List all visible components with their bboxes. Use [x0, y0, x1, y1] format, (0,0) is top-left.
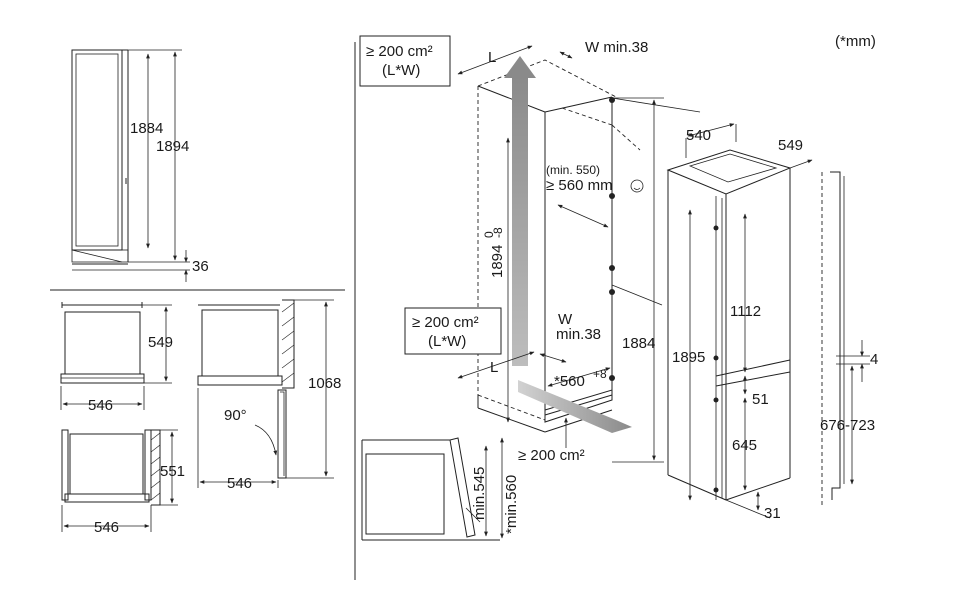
appliance-bottom-31: 31: [764, 505, 781, 522]
hinge-markers: [609, 97, 615, 381]
appliance-width-540: 540: [686, 127, 711, 144]
top-view-upper-left: 549 546: [60, 302, 173, 414]
airflow-up-arrow-head: [504, 56, 536, 78]
section-min-560: *min.560: [503, 475, 520, 534]
smiley-icon: [630, 179, 644, 193]
niche-W-top: W min.38: [585, 39, 648, 56]
niche-depth-560: ≥ 560 mm: [546, 177, 613, 194]
rail-gap-4: 4: [870, 351, 878, 368]
vent-box-top: [359, 35, 451, 87]
section-min-545: min.545: [471, 467, 488, 520]
appliance-gap-51: 51: [752, 391, 769, 408]
top-view-lower-left: 551 546: [61, 429, 185, 536]
niche-height-1894: 1894: [489, 245, 506, 278]
door-height-1068: 1068: [308, 375, 341, 392]
top-view-door-open: 90° 1068 546: [197, 299, 341, 492]
niche-W-bottom-line2: min.38: [556, 326, 601, 343]
vent-bottom: ≥ 200 cm²: [518, 447, 585, 464]
top-left-width-546: 546: [88, 397, 113, 414]
appliance-depth-549: 549: [778, 137, 803, 154]
niche-W-bottom-line1: W: [558, 311, 573, 328]
niche-width-560: *560: [554, 373, 585, 390]
niche-L-bottom: L: [490, 359, 498, 376]
door-width-546: 546: [227, 475, 252, 492]
airflow-in-arrow: [518, 380, 632, 433]
rail-range-676-723: 676-723: [820, 417, 875, 434]
vent-top-line1: ≥ 200 cm²: [366, 43, 433, 60]
appliance-upper-1112: 1112: [730, 303, 761, 320]
niche-height-tol-upper: 0: [482, 231, 496, 238]
side-height-1894: 1894: [156, 138, 189, 155]
vent-box-mid: [404, 307, 502, 355]
niche-height-tol-lower: -8: [491, 227, 505, 238]
niche-L-top: L: [488, 49, 496, 66]
side-bottom-36: 36: [192, 258, 209, 275]
vent-mid-line1: ≥ 200 cm²: [412, 314, 479, 331]
vent-mid-line2: (L*W): [428, 333, 466, 350]
door-angle-90: 90°: [224, 407, 247, 424]
bottom-left-depth-551: 551: [160, 463, 185, 480]
appliance-drawing: 540 549 1895 1112 51 645 31: [666, 123, 813, 522]
niche-width-tol: +8: [593, 367, 607, 381]
vent-top-line2: (L*W): [382, 62, 420, 79]
side-view: 1884 1894 36: [71, 49, 209, 282]
section-detail: min.545 *min.560: [361, 437, 520, 541]
niche-depth-min-note: (min. 550): [546, 163, 600, 177]
bottom-left-width-546: 546: [94, 519, 119, 536]
niche-drawing: ≥ 200 cm² (L*W) L W min.38 1894 0 -8 (mi…: [359, 35, 701, 464]
airflow-up-arrow-shaft: [512, 76, 528, 366]
appliance-height-1895: 1895: [672, 349, 705, 366]
door-rail: 4 676-723: [820, 171, 878, 505]
units-note: (*mm): [835, 33, 876, 50]
niche-height-1884: 1884: [622, 335, 655, 352]
side-height-1884: 1884: [130, 120, 163, 137]
top-left-depth-549: 549: [148, 334, 173, 351]
appliance-lower-645: 645: [732, 437, 757, 454]
